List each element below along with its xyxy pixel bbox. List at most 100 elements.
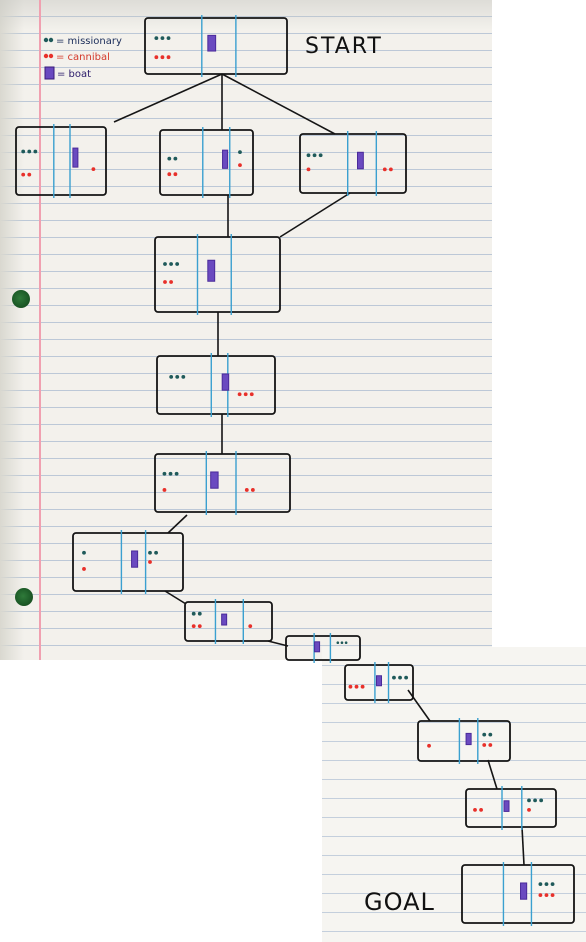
missionary-icon — [181, 374, 186, 379]
tree-edge — [167, 514, 188, 534]
cannibal-icon — [249, 392, 254, 397]
legend-cannibal-label: = cannibal — [56, 52, 110, 63]
state-node — [184, 599, 273, 644]
missionary-icon — [160, 36, 165, 41]
state-node — [15, 124, 107, 198]
cannibal-legend-icon — [48, 53, 54, 59]
missionary-legend-icon — [48, 37, 54, 43]
missionary-icon — [318, 153, 323, 158]
missionary-icon — [398, 675, 402, 680]
state-node — [465, 786, 557, 830]
tree-edge — [221, 73, 336, 135]
binder-hole-icon — [12, 290, 30, 308]
goal-label: GOAL — [364, 888, 435, 916]
cannibal-icon — [382, 167, 387, 172]
missionary-icon — [197, 611, 202, 616]
boat-icon — [465, 732, 472, 746]
missionary-icon — [21, 149, 26, 154]
cannibal-icon — [243, 392, 248, 397]
cannibal-icon — [91, 167, 96, 172]
cannibal-icon — [488, 743, 493, 747]
cannibal-icon — [82, 567, 86, 571]
legend: = missionary = cannibal = boat — [43, 36, 122, 80]
boat-icon — [222, 149, 229, 169]
state-nodes — [15, 15, 575, 926]
cannibal-icon — [173, 172, 178, 177]
cannibal-icon — [427, 743, 431, 748]
state-node — [417, 718, 511, 764]
missionary-icon — [336, 641, 340, 645]
boat-icon — [520, 882, 528, 900]
missionary-icon — [168, 471, 173, 476]
missionary-icon — [482, 732, 487, 737]
missionary-icon — [175, 262, 180, 266]
missionary-icon — [550, 882, 555, 887]
cannibal-icon — [388, 167, 393, 172]
state-box — [144, 17, 288, 75]
cannibal-icon — [167, 172, 172, 177]
cannibal-icon — [360, 684, 365, 689]
page-shadow — [0, 0, 492, 30]
tree-edges — [113, 73, 525, 866]
state-node — [72, 530, 184, 594]
cannibal-icon — [160, 55, 165, 60]
state-box — [465, 788, 557, 828]
state-box — [461, 864, 575, 924]
boat-icon — [210, 471, 219, 489]
state-box — [156, 355, 276, 415]
binder-hole-icon — [15, 588, 33, 606]
boat-legend-icon — [44, 66, 55, 80]
boat-icon — [314, 641, 321, 653]
boat-icon — [207, 34, 217, 52]
state-box — [417, 720, 511, 762]
missionary-icon — [169, 374, 174, 379]
cannibal-icon — [148, 560, 152, 564]
boat-icon — [357, 151, 364, 170]
missionary-icon — [404, 675, 409, 680]
cannibal-icon — [544, 893, 549, 898]
boat-icon — [131, 550, 139, 568]
boat-icon — [207, 259, 216, 282]
notebook-page-bottom — [322, 647, 586, 942]
cannibal-icon — [27, 172, 32, 177]
missionary-icon — [488, 732, 493, 737]
missionary-icon — [173, 156, 178, 161]
state-box — [299, 133, 407, 194]
state-node — [156, 353, 276, 417]
margin-line — [39, 0, 41, 660]
missionary-icon — [312, 153, 317, 158]
cannibal-icon — [162, 488, 167, 492]
cannibal-icon — [238, 163, 242, 168]
missionary-icon — [166, 36, 171, 41]
missionary-icon — [191, 611, 196, 616]
missionary-icon — [163, 262, 167, 266]
boat-icon — [376, 675, 382, 687]
state-box — [154, 453, 291, 513]
cannibal-icon — [169, 280, 173, 284]
missionary-icon — [82, 550, 86, 555]
missionary-icon — [154, 36, 159, 41]
cannibal-icon — [154, 55, 159, 60]
tree-edge — [267, 640, 289, 647]
tree-edge — [521, 826, 525, 866]
state-node — [154, 451, 291, 515]
cannibal-legend-icon — [43, 53, 49, 59]
state-node — [159, 127, 254, 198]
missionary-icon — [392, 675, 396, 680]
boat-icon — [221, 613, 228, 626]
boat-icon — [503, 800, 510, 812]
cannibal-icon — [21, 172, 26, 177]
cannibal-icon — [250, 488, 255, 492]
state-node — [144, 15, 288, 77]
state-box — [344, 664, 414, 701]
state-box — [15, 126, 107, 196]
state-box — [159, 129, 254, 196]
state-box — [184, 601, 273, 642]
legend-missionary-label: = missionary — [56, 36, 122, 47]
tree-edge — [113, 73, 223, 123]
tree-edge — [407, 689, 431, 722]
state-box — [154, 236, 281, 313]
missionary-icon — [340, 641, 344, 645]
missionary-icon — [162, 471, 167, 476]
